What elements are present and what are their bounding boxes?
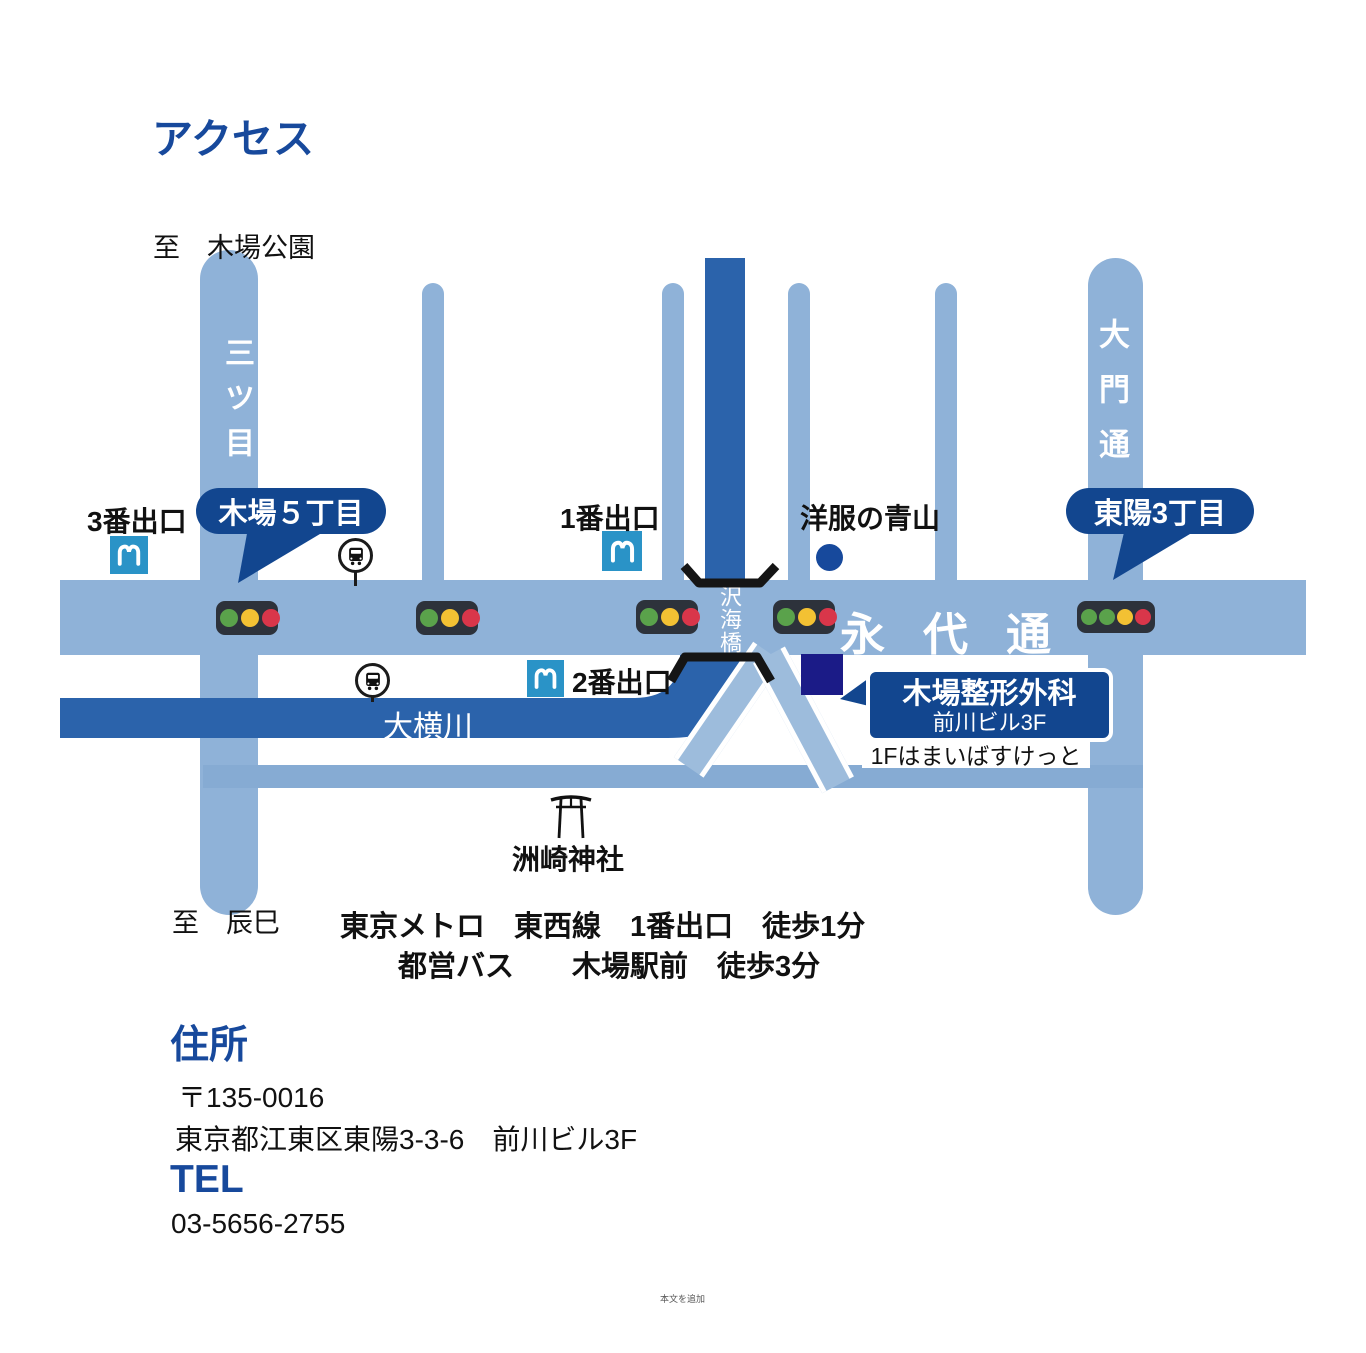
address-heading: 住所 — [170, 1024, 249, 1067]
traffic-light-icon — [416, 601, 480, 635]
traffic-light-icon — [636, 600, 700, 634]
bubble-kiba5-label: 木場５丁目 — [218, 498, 364, 530]
bus-stop-icon — [338, 538, 373, 573]
direction-top-label: 至 木場公園 — [153, 233, 315, 263]
postal-code: 〒135-0016 — [178, 1082, 325, 1113]
exit2-label: 2番出口 — [572, 667, 672, 698]
tel-number: 03-5656-2755 — [171, 1208, 346, 1239]
road-narrow-3 — [788, 283, 810, 655]
bubble-toyo3-label: 東陽3丁目 — [1093, 498, 1227, 530]
tel-heading: TEL — [170, 1158, 244, 1201]
road-narrow-4 — [935, 283, 957, 655]
bus-icon — [365, 672, 380, 690]
direction-bottom-label: 至 辰巳 — [172, 908, 280, 938]
clinic-note-strip: 1Fはまいばすけっと — [862, 739, 1090, 769]
shrine-label: 洲崎神社 — [512, 844, 625, 875]
metro-logo-icon — [110, 536, 148, 574]
clinic-name: 木場整形外科 — [902, 678, 1077, 710]
traffic-light-icon — [1077, 601, 1155, 633]
bus-stop-icon — [355, 663, 390, 698]
bus-stop-bubble-toyo3: 東陽3丁目 — [1066, 488, 1254, 534]
road-mitsume-label: 三ツ目 — [220, 337, 253, 472]
bus-icon — [348, 547, 363, 565]
aoyama-label: 洋服の青山 — [800, 503, 941, 534]
exit3-label: 3番出口 — [87, 506, 187, 537]
river-label: 大横川 — [383, 711, 473, 744]
page-title: アクセス — [152, 116, 314, 162]
route-line1: 東京メトロ 東西線 1番出口 徒歩1分 — [340, 911, 866, 943]
road-lower — [203, 765, 1143, 788]
bridge-label: 沢海橋 — [717, 585, 742, 654]
road-eidai-label: 永代通 — [840, 609, 1090, 660]
clinic-floor: 前川ビル3F — [932, 710, 1047, 735]
torii-icon — [550, 795, 592, 839]
footer-note: 本文を追加 — [660, 1294, 706, 1304]
clinic-building-marker — [801, 654, 843, 695]
road-narrow-1 — [422, 283, 444, 655]
address-line: 東京都江東区東陽3-3-6 前川ビル3F — [175, 1124, 638, 1155]
clinic-note: 1Fはまいばすけっと — [870, 742, 1082, 769]
road-daimon-label: 大門通 — [1094, 318, 1129, 483]
route-line2: 都営バス 木場駅前 徒歩3分 — [398, 951, 821, 983]
bus-stop-bubble-kiba5: 木場５丁目 — [196, 488, 386, 534]
road-narrow-2 — [662, 283, 684, 655]
traffic-light-icon — [773, 600, 837, 634]
traffic-light-icon — [216, 601, 280, 635]
exit1-label: 1番出口 — [560, 503, 660, 534]
metro-logo-icon — [527, 660, 564, 697]
aoyama-dot — [816, 544, 843, 571]
clinic-callout: 木場整形外科 前川ビル3F — [866, 668, 1113, 742]
metro-logo-icon — [602, 531, 642, 571]
bus-stop-pole — [354, 570, 357, 586]
